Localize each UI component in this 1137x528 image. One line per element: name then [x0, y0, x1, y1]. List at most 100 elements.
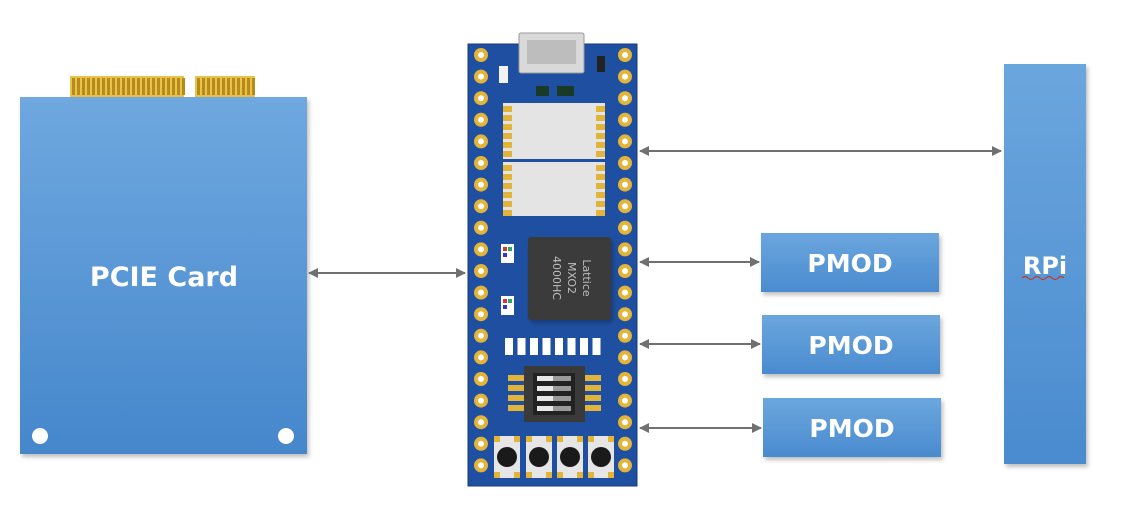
- push-button: [560, 447, 580, 467]
- pin-hole: [622, 52, 628, 58]
- memory-chip-bottom: [503, 162, 605, 216]
- chip-pad: [503, 210, 512, 216]
- smd-component: [557, 86, 574, 96]
- chip-pad: [503, 124, 512, 130]
- button-pad: [608, 436, 614, 442]
- led-segment: [517, 338, 526, 355]
- pin-hole: [478, 332, 484, 339]
- chip-pad: [596, 201, 605, 207]
- pin-hole: [478, 246, 484, 253]
- pin-hole: [478, 181, 484, 188]
- chip-pad: [596, 124, 605, 130]
- led-segment: [592, 338, 601, 355]
- push-button: [529, 447, 549, 467]
- rpi-box: RPi: [1004, 64, 1086, 464]
- chip-pad: [503, 165, 512, 171]
- connector-pin: [162, 78, 165, 95]
- button-pad: [588, 472, 594, 478]
- pin-hole: [622, 311, 628, 318]
- button-pad: [546, 472, 552, 478]
- pin-hole: [478, 289, 484, 296]
- dip-lever: [537, 396, 553, 401]
- pin-hole: [622, 95, 628, 102]
- connector-pin: [222, 78, 225, 95]
- pin-hole: [478, 73, 484, 80]
- pmod-label: PMOD: [808, 331, 893, 360]
- pin-hole: [622, 354, 628, 361]
- pin-header: [474, 48, 632, 473]
- memory-chip-top: [503, 103, 605, 159]
- dip-lever: [537, 376, 553, 381]
- chip-text-line2: MXO2: [565, 262, 578, 294]
- pin-hole: [622, 246, 628, 253]
- rpi-label: RPi: [1023, 252, 1067, 280]
- connector-pin: [182, 78, 185, 95]
- pmod-box-3: PMOD: [763, 398, 941, 457]
- button-pad: [608, 472, 614, 478]
- usb-port-opening: [527, 40, 576, 64]
- chip-pad: [503, 142, 512, 148]
- connector-pin: [252, 78, 255, 95]
- pin-hole: [478, 52, 484, 58]
- button-pad: [514, 436, 520, 442]
- chip-pad: [596, 115, 605, 121]
- small-component: [597, 56, 605, 72]
- pin-hole: [622, 268, 628, 274]
- chip-pad: [503, 201, 512, 207]
- chip-pad: [596, 210, 605, 216]
- mount-hole-left: [32, 428, 48, 444]
- connector-pin: [177, 78, 180, 95]
- pin-hole: [478, 311, 484, 318]
- pin-hole: [478, 138, 484, 145]
- pin-hole: [622, 160, 628, 166]
- connector-pin: [217, 78, 220, 95]
- chip-pad: [596, 174, 605, 180]
- pin-hole: [622, 289, 628, 296]
- connector-pin: [172, 78, 175, 95]
- pin-hole: [622, 376, 628, 382]
- dip-lever: [537, 386, 553, 391]
- push-button: [591, 447, 611, 467]
- connector-pin: [142, 78, 145, 95]
- button-pad: [526, 436, 532, 442]
- chip-pad: [596, 142, 605, 148]
- pin-hole: [622, 419, 628, 426]
- led-segment: [530, 338, 538, 355]
- pin-hole: [478, 419, 484, 426]
- led-segment: [555, 338, 563, 355]
- button-pad: [577, 472, 583, 478]
- connector-pin: [92, 78, 95, 95]
- connector-pin: [127, 78, 130, 95]
- smd-component: [536, 86, 549, 96]
- connector-pin: [242, 78, 245, 95]
- pin-hole: [622, 73, 628, 80]
- connector-pin: [132, 78, 135, 95]
- pcie-card-label: PCIE Card: [90, 262, 238, 293]
- connector-pin: [167, 78, 170, 95]
- pin-hole: [478, 95, 484, 102]
- connector-pin: [147, 78, 150, 95]
- dip-pad: [508, 395, 524, 401]
- fpga-chip: Lattice MXO2 4000HC: [528, 237, 611, 320]
- pin-hole: [622, 332, 628, 339]
- connector-pin: [77, 78, 80, 95]
- pin-hole: [622, 440, 628, 447]
- connector-pin: [157, 78, 160, 95]
- pin-hole: [622, 181, 628, 188]
- chip-pad: [596, 151, 605, 157]
- connector-pin: [197, 78, 200, 95]
- chip-text-line3: 4000HC: [550, 256, 563, 300]
- pmod-box-2: PMOD: [762, 315, 940, 374]
- chip-pad: [503, 174, 512, 180]
- dip-pad: [585, 395, 601, 401]
- dip-pad: [508, 405, 524, 411]
- mount-hole-right: [278, 428, 294, 444]
- connector-pin: [112, 78, 115, 95]
- chip-pad: [596, 183, 605, 189]
- dip-pad: [585, 405, 601, 411]
- pin-hole: [478, 160, 484, 166]
- chip-pad: [503, 115, 512, 121]
- button-pad: [588, 436, 594, 442]
- connector-pin: [97, 78, 100, 95]
